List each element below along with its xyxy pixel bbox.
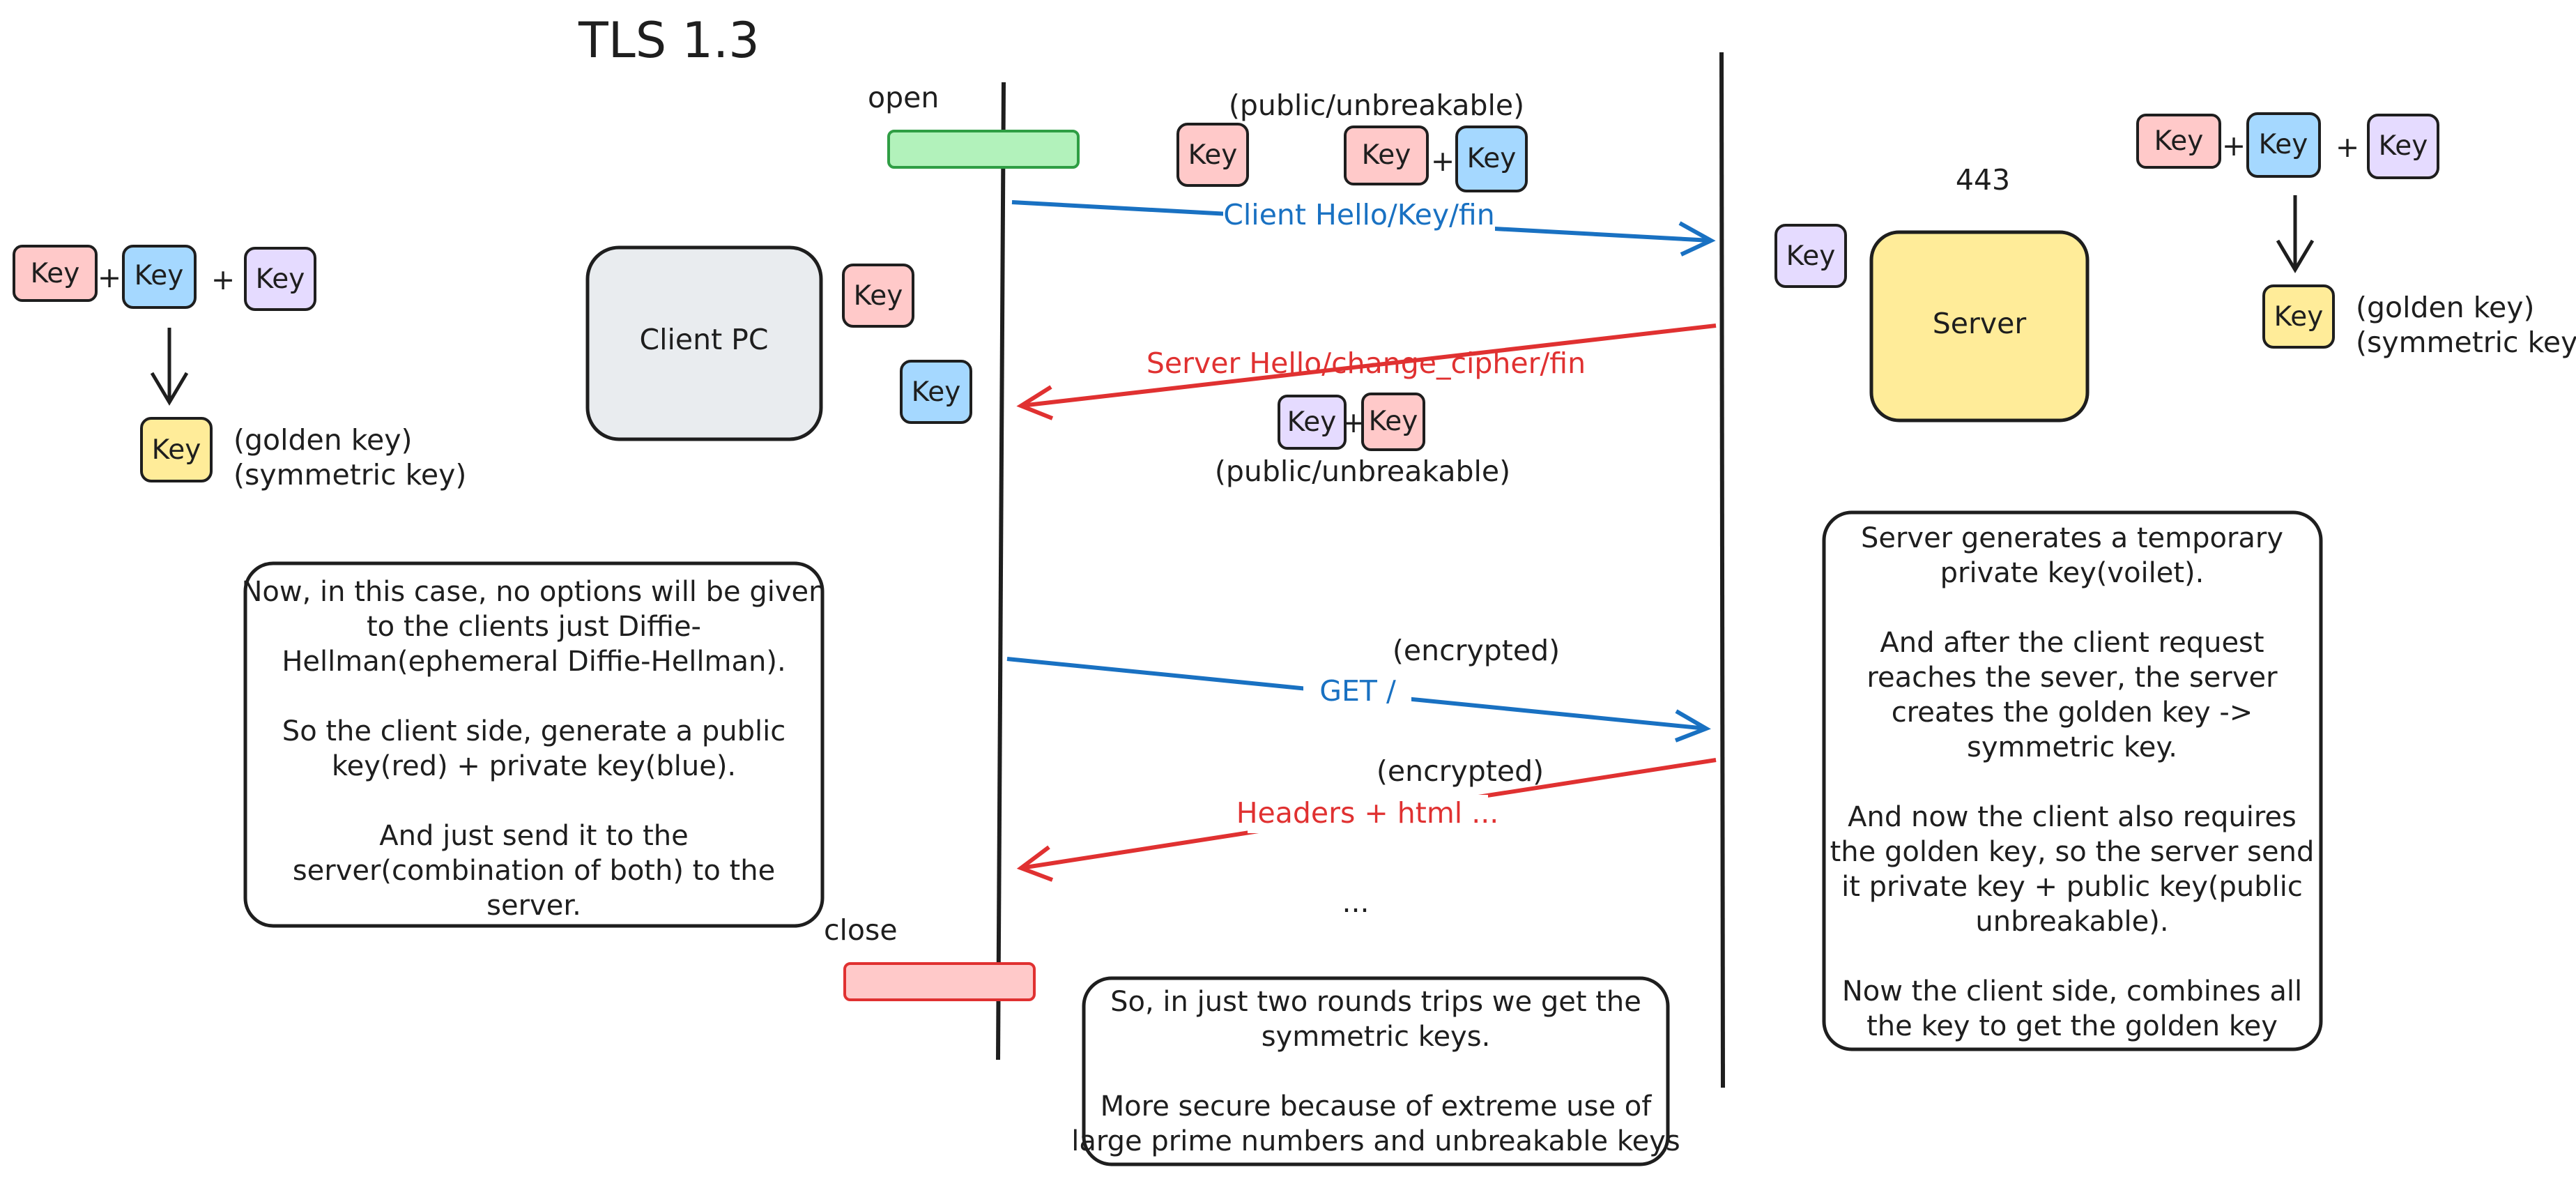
close-label: close [824,913,898,947]
key-chip-violet: Key [244,247,316,311]
svg-text:Key: Key [256,264,305,295]
note-line: So, in just two rounds trips we get the [1110,986,1641,1018]
svg-text:Key: Key [1362,139,1411,171]
combined-key-pink: Key [1344,125,1429,185]
key-chip-pink: Key [13,245,98,302]
golden-key-label: (golden key) [233,423,413,457]
open-label: open [868,81,939,114]
svg-text:Key: Key [2154,125,2204,157]
note-line: the golden key, so the server send [1830,836,2315,868]
key-chip-golden: Key [2262,284,2335,349]
plus-sign: + [2336,130,2359,164]
note-line: server. [486,890,581,922]
svg-text:Key: Key [1467,143,1517,174]
client-node: Client PC [585,245,823,441]
client-note-box [243,561,825,928]
server-label: Server [1933,307,2027,340]
get-encrypted-tag: (encrypted) [1393,634,1560,667]
port-label: 443 [1956,163,2010,197]
golden-key-label: (golden key) [2356,291,2535,324]
close-bar [843,962,1036,1001]
client-label: Client PC [639,323,768,356]
response-message: Headers + html ... (encrypted) [1016,754,1717,882]
symmetric-key-label: (symmetric key) [2356,326,2576,359]
combine-arrow [150,328,189,406]
get-message: GET / (encrypted) [1006,634,1711,743]
svg-text:Key: Key [1369,406,1418,437]
continuation-ellipsis: ... [1342,885,1369,919]
combined-key-blue: Key [1455,125,1528,192]
server-node: Server [1869,230,2090,423]
symmetric-key-label: (symmetric key) [233,458,466,492]
sent-key-pink: Key [1176,123,1249,187]
svg-text:Key: Key [854,280,903,312]
server-lifeline [1719,52,1725,1088]
server-hello-keys-label: (public/unbreakable) [1215,455,1510,488]
server-sent-key-pink: Key [1361,393,1425,451]
plus-sign: + [211,263,235,296]
diagram-title: TLS 1.3 [578,12,760,69]
client-lifeline [996,82,1006,1060]
note-line: the key to get the golden key [1866,1010,2278,1042]
response-encrypted-tag: (encrypted) [1377,754,1544,788]
note-line: symmetric keys. [1262,1021,1491,1053]
svg-text:Key: Key [1786,241,1836,272]
note-line: private key(voilet). [1940,557,2205,589]
note-line: to the clients just Diffie- [367,611,701,643]
response-label: Headers + html ... [1236,796,1499,830]
note-line: And after the client request [1880,627,2264,659]
key-chip-golden: Key [140,417,213,482]
svg-text:Key: Key [31,258,80,289]
note-line: reaches the sever, the server [1866,662,2278,694]
server-hello-message: Server Hello/change_cipher/fin [1016,324,1717,420]
svg-text:Key: Key [135,260,184,291]
note-line: symmetric key. [1967,731,2177,763]
client-hello-keys-label: (public/unbreakable) [1229,89,1524,122]
note-line: And just send it to the [379,820,688,852]
client-hello-message: Client Hello/Key/fin [1011,198,1716,257]
client-hello-label: Client Hello/Key/fin [1223,198,1494,231]
svg-text:Key: Key [152,434,201,466]
note-line: More secure because of extreme use of [1101,1090,1653,1123]
svg-text:Key: Key [2259,129,2308,160]
note-line: it private key + public key(public [1841,871,2303,903]
plus-sign: + [98,261,121,294]
note-line: So the client side, generate a public [282,715,785,747]
note-line: Server generates a temporary [1861,522,2283,554]
server-sent-key-violet: Key [1278,395,1347,450]
note-line: large prime numbers and unbreakable keys [1071,1125,1680,1157]
note-line: server(combination of both) to the [293,855,775,887]
client-private-key: Key [900,360,972,424]
key-chip-blue: Key [2246,112,2321,178]
key-chip-blue: Key [122,245,197,309]
open-bar [887,130,1080,169]
svg-text:Key: Key [1287,406,1337,438]
server-hello-label: Server Hello/change_cipher/fin [1147,347,1586,380]
summary-note-box [1082,976,1670,1166]
key-chip-violet: Key [2367,114,2439,179]
note-line: Now, in this case, no options will be gi… [241,576,826,608]
key-chip-pink: Key [2136,114,2221,169]
combine-arrow [2276,195,2315,273]
svg-text:Key: Key [2379,130,2428,162]
note-line: And now the client also requires [1848,801,2297,833]
note-line: creates the golden key -> [1892,697,2253,729]
server-note-box [1822,510,2323,1051]
svg-text:Key: Key [912,376,961,408]
note-line: Now the client side, combines all [1842,975,2302,1007]
note-line: key(red) + private key(blue). [332,750,736,782]
client-note-text: Now, in this case, no options will be gi… [241,576,826,922]
svg-text:Key: Key [1188,139,1238,171]
plus-sign: + [1431,144,1455,178]
plus-sign: + [2222,129,2246,162]
client-public-key: Key [842,264,914,328]
note-line: unbreakable). [1975,906,2168,938]
server-private-key: Key [1774,224,1847,288]
get-label: GET / [1319,674,1396,708]
svg-text:Key: Key [2274,301,2324,333]
note-line: Hellman(ephemeral Diffie-Hellman). [282,646,785,678]
